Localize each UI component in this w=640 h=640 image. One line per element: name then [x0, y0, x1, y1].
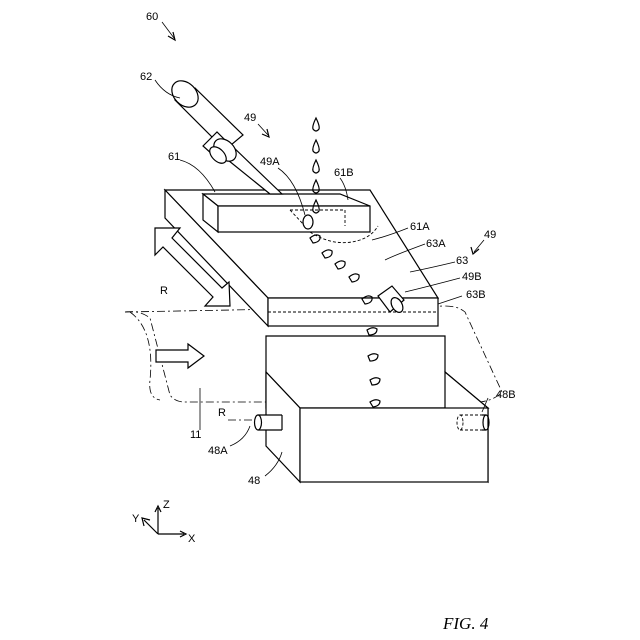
axis-y-label: Y [132, 513, 140, 525]
label-63B: 63B [466, 289, 486, 301]
label-R-bottom: R [218, 407, 226, 419]
axis-z-label: Z [163, 499, 170, 511]
label-49A: 49A [260, 156, 280, 168]
label-62: 62 [140, 71, 152, 83]
box-48 [255, 336, 490, 482]
label-49B: 49B [462, 271, 482, 283]
label-11: 11 [190, 429, 201, 441]
label-48: 48 [248, 475, 260, 487]
arrow-feed-r [156, 344, 204, 368]
label-63A: 63A [426, 238, 446, 250]
label-61B: 61B [334, 167, 354, 179]
label-48B: 48B [496, 389, 516, 401]
label-49-right: 49 [484, 229, 496, 241]
label-R-top: R [160, 285, 168, 297]
label-61A: 61A [410, 221, 430, 233]
axis-x-label: X [188, 533, 196, 545]
label-48A: 48A [208, 445, 228, 457]
label-63: 63 [456, 255, 468, 267]
label-60: 60 [146, 11, 158, 23]
label-61: 61 [168, 151, 180, 163]
label-49-top: 49 [244, 112, 256, 124]
figure-caption: FIG. 4 [442, 614, 489, 633]
